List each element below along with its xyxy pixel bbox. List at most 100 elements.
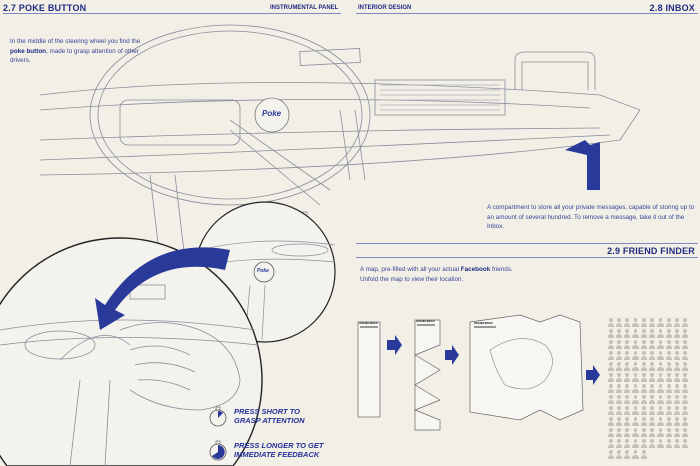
- friend-person-icon: [640, 340, 648, 349]
- press-short-label: PRESS SHORT TO GRASP ATTENTION: [234, 407, 305, 425]
- friend-person-icon: [673, 384, 681, 393]
- friend-person-icon: [682, 428, 689, 437]
- friend-person-icon: [640, 362, 648, 371]
- friend-person-icon: [657, 362, 664, 371]
- friend-person-icon: [648, 340, 656, 349]
- friend-person-icon: [648, 428, 656, 437]
- friend-person-icon: [624, 417, 631, 426]
- friend-person-icon: [682, 340, 689, 349]
- friend-person-icon: [615, 340, 623, 349]
- friend-person-icon: [632, 329, 639, 338]
- friend-person-icon: [624, 373, 631, 382]
- friend-person-icon: [682, 329, 689, 338]
- friend-person-icon: [624, 318, 631, 327]
- friend-person-icon: [665, 439, 673, 448]
- friend-person-icon: [657, 351, 664, 360]
- friend-person-icon: [640, 406, 648, 415]
- friend-person-icon: [657, 439, 664, 448]
- friend-person-icon: [682, 384, 689, 393]
- friends-grid: [607, 318, 691, 459]
- friend-person-icon: [615, 318, 623, 327]
- friend-person-icon: [673, 428, 681, 437]
- friend-person-icon: [682, 417, 689, 426]
- map-label: FRIENDFINDER: [359, 322, 378, 325]
- friend-person-icon: [665, 340, 673, 349]
- friend-person-icon: [624, 395, 631, 404]
- map-label: FRIENDFINDER: [416, 320, 435, 323]
- friend-person-icon: [607, 362, 615, 371]
- friend-person-icon: [648, 351, 656, 360]
- friend-person-icon: [657, 318, 664, 327]
- friend-person-icon: [673, 362, 681, 371]
- friend-person-icon: [640, 351, 648, 360]
- friend-person-icon: [607, 384, 615, 393]
- friend-person-icon: [624, 450, 631, 459]
- friend-person-icon: [607, 450, 615, 459]
- friend-person-icon: [607, 428, 615, 437]
- divider: [356, 243, 698, 244]
- friend-person-icon: [640, 384, 648, 393]
- friend-person-icon: [607, 439, 615, 448]
- friend-person-icon: [673, 340, 681, 349]
- friend-person-icon: [632, 428, 639, 437]
- poke-description: In the middle of the steering wheel you …: [10, 38, 141, 64]
- friend-person-icon: [640, 318, 648, 327]
- friend-person-icon: [682, 439, 689, 448]
- friend-person-icon: [665, 351, 673, 360]
- friend-person-icon: [632, 439, 639, 448]
- poke-button[interactable]: Poke: [262, 109, 282, 118]
- friend-person-icon: [665, 395, 673, 404]
- friend-person-icon: [657, 428, 664, 437]
- friend-person-icon: [682, 318, 689, 327]
- friend-person-icon: [648, 406, 656, 415]
- friend-person-icon: [673, 395, 681, 404]
- friend-person-icon: [640, 428, 648, 437]
- press-long-label: PRESS LONGER TO GET IMMEDIATE FEEDBACK: [234, 441, 324, 459]
- friend-person-icon: [607, 373, 615, 382]
- friend-person-icon: [615, 439, 623, 448]
- friend-person-icon: [632, 340, 639, 349]
- friend-person-icon: [607, 395, 615, 404]
- friend-person-icon: [682, 362, 689, 371]
- poke-button-small[interactable]: Poke: [257, 268, 269, 274]
- friend-person-icon: [607, 406, 615, 415]
- friend-person-icon: [640, 439, 648, 448]
- friend-person-icon: [624, 329, 631, 338]
- friend-person-icon: [607, 417, 615, 426]
- friend-person-icon: [624, 362, 631, 371]
- friend-person-icon: [682, 351, 689, 360]
- friend-person-icon: [615, 395, 623, 404]
- instrumental-panel-label: INSTRUMENTAL PANEL: [270, 5, 339, 11]
- friend-person-icon: [657, 395, 664, 404]
- friend-person-icon: [682, 395, 689, 404]
- friend-person-icon: [657, 417, 664, 426]
- friend-person-icon: [673, 329, 681, 338]
- friend-person-icon: [632, 384, 639, 393]
- friend-person-icon: [615, 417, 623, 426]
- friend-person-icon: [632, 351, 639, 360]
- friend-person-icon: [673, 406, 681, 415]
- friend-person-icon: [640, 417, 648, 426]
- stopwatch-long-icon: [209, 440, 227, 461]
- divider: [3, 13, 341, 14]
- inbox-title: 2.8 INBOX: [649, 3, 695, 13]
- friend-person-icon: [640, 450, 648, 459]
- friend-person-icon: [632, 362, 639, 371]
- friend-person-icon: [607, 351, 615, 360]
- map-label: FRIENDFINDER: [474, 322, 493, 325]
- stopwatch-short-icon: [209, 406, 227, 427]
- friend-person-icon: [607, 340, 615, 349]
- friend-person-icon: [648, 329, 656, 338]
- friend-person-icon: [640, 395, 648, 404]
- friend-person-icon: [673, 439, 681, 448]
- friend-person-icon: [665, 329, 673, 338]
- poke-bold: poke button: [10, 47, 47, 55]
- friend-person-icon: [624, 340, 631, 349]
- friend-person-icon: [624, 351, 631, 360]
- friend-person-icon: [665, 384, 673, 393]
- friend-person-icon: [607, 318, 615, 327]
- friend-person-icon: [632, 406, 639, 415]
- friend-person-icon: [657, 406, 664, 415]
- friend-person-icon: [632, 450, 639, 459]
